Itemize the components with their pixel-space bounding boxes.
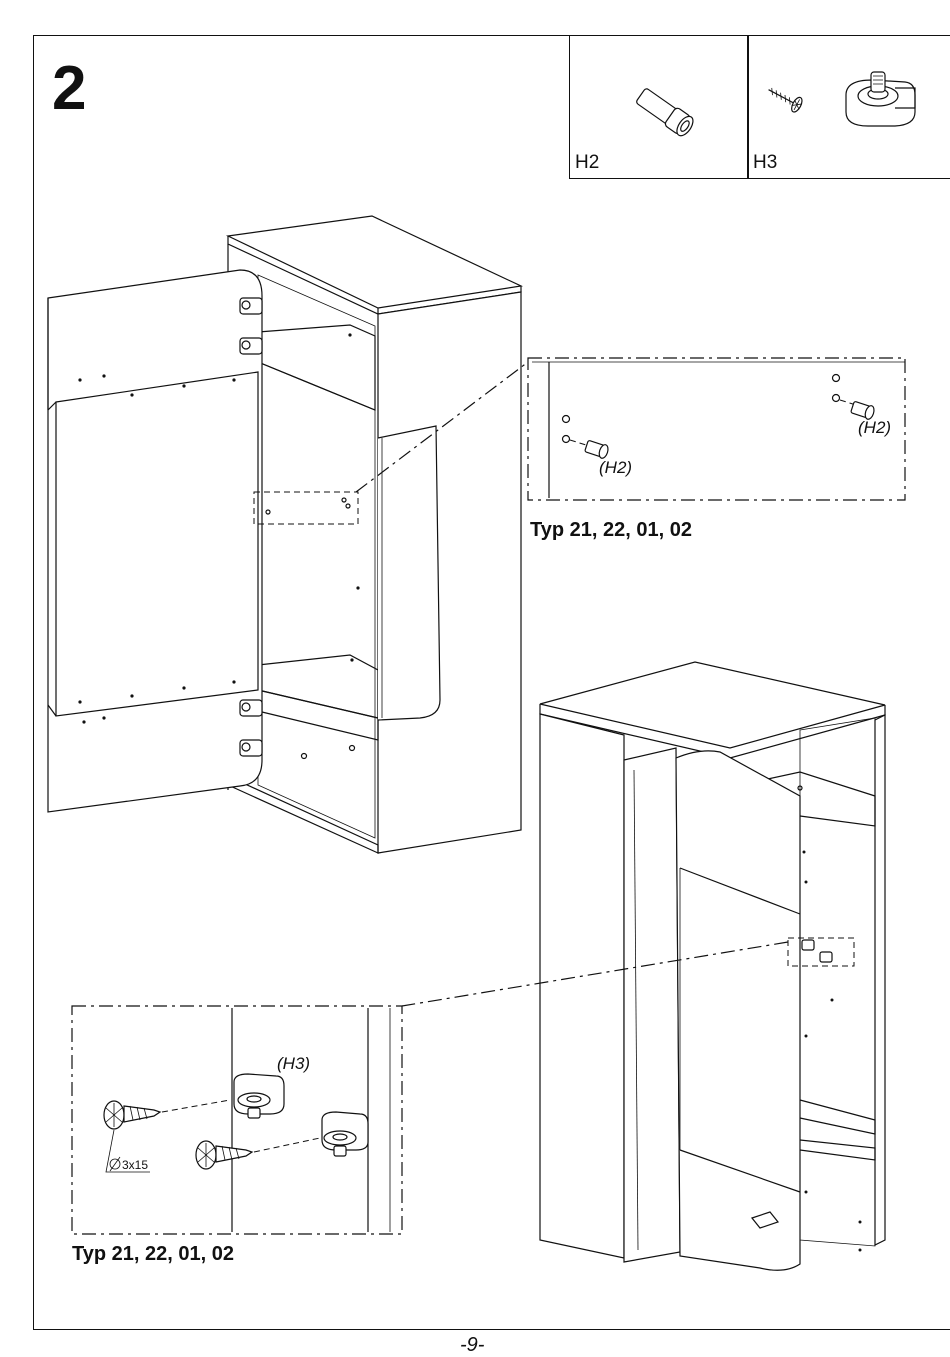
hinge-plate-icon bbox=[845, 71, 916, 127]
callout-h3: (H3) bbox=[277, 1054, 311, 1073]
caption-top-detail: Typ 21, 22, 01, 02 bbox=[530, 519, 692, 541]
detail-view-hinge-plates bbox=[71, 1005, 403, 1235]
diameter-symbol bbox=[109, 1156, 121, 1172]
screw-lower bbox=[195, 1140, 254, 1170]
cabinet-bottom-view bbox=[539, 661, 886, 1271]
leader-line-top bbox=[355, 361, 529, 493]
leader-line-bottom bbox=[401, 941, 789, 1007]
cabinet-top-view bbox=[47, 215, 524, 854]
hinge-plate-upper bbox=[233, 1073, 285, 1119]
part-box-h3: H3 bbox=[747, 35, 950, 179]
instruction-frame bbox=[33, 35, 950, 1330]
detail-marker-top bbox=[253, 491, 359, 525]
part-label-h3: H3 bbox=[753, 152, 778, 173]
callout-h2-right: (H2) bbox=[858, 418, 892, 437]
detail-view-dowels bbox=[527, 357, 906, 501]
detail-marker-bottom bbox=[787, 937, 855, 967]
door-hinge-lower bbox=[239, 699, 263, 757]
callout-h2-left: (H2) bbox=[599, 458, 633, 477]
part-label-h2: H2 bbox=[575, 152, 600, 173]
hinge-plate-lower bbox=[321, 1111, 369, 1157]
door-hinge-upper bbox=[239, 297, 263, 355]
step-number: 2 bbox=[52, 54, 87, 123]
dowel-icon bbox=[636, 88, 694, 137]
page-number: -9- bbox=[460, 1334, 485, 1356]
screw-icon bbox=[768, 87, 803, 113]
screw-dimension-label: 3x15 bbox=[122, 1158, 149, 1172]
part-box-h2: H2 bbox=[569, 35, 749, 179]
caption-bottom-detail: Typ 21, 22, 01, 02 bbox=[72, 1243, 234, 1265]
screw-upper bbox=[103, 1100, 162, 1130]
